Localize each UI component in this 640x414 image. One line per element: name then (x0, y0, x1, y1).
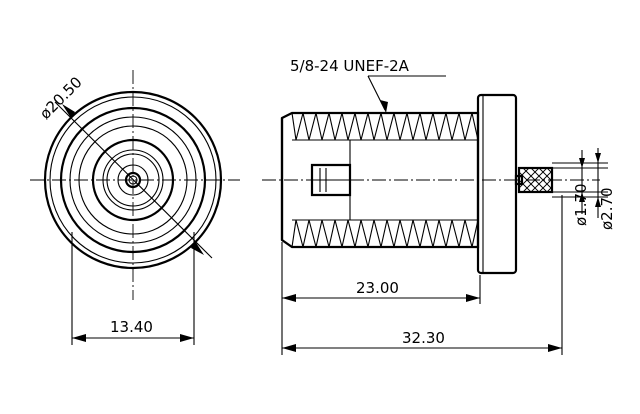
knurl-diameter-arrow-top (595, 153, 601, 163)
thread-length-label: 23.00 (356, 279, 399, 297)
pin-diameter-label: ø1.70 (572, 183, 590, 226)
front-center-pin (124, 171, 142, 189)
thread-length-arrow-right (466, 294, 480, 302)
pin-diameter-arrow-top (579, 158, 585, 168)
pin-diameter-arrow-bottom (579, 192, 585, 202)
front-ring-5 (106, 153, 160, 207)
front-ring-3 (91, 138, 175, 222)
overall-length-arrow-left (282, 344, 296, 352)
overall-length-arrow-right (548, 344, 562, 352)
knurl-diameter-arrow-bottom (595, 197, 601, 207)
front-ring-2 (78, 125, 188, 235)
front-outer-circle (43, 90, 223, 270)
front-ring-1 (69, 116, 197, 244)
overall-length-label: 32.30 (402, 329, 445, 347)
body-width-label: 13.40 (110, 318, 153, 336)
lower-thread-teeth (291, 219, 479, 248)
thread-spec-arrow (380, 100, 388, 113)
diameter-arrow-top (62, 104, 75, 118)
outer-diameter-label: ø20.50 (36, 73, 86, 123)
upper-thread-teeth (291, 112, 479, 141)
flange (476, 93, 518, 275)
knurl-diameter-label: ø2.70 (598, 187, 616, 230)
knurl-pattern (518, 167, 553, 193)
side-view: 5/8-24 UNEF-2A 23.00 32.30 ø1.70 ø2.70 (262, 57, 616, 355)
diameter-leader-line (54, 101, 213, 259)
front-flat-circle (59, 106, 207, 254)
width-arrow-right (180, 334, 194, 342)
front-view: ø20.50 13.40 (30, 70, 240, 345)
thread-spec-label: 5/8-24 UNEF-2A (290, 57, 410, 75)
front-ring-4 (102, 149, 164, 211)
width-arrow-left (72, 334, 86, 342)
thread-length-arrow-left (282, 294, 296, 302)
inner-contact (310, 163, 352, 197)
front-ring-6 (117, 164, 149, 196)
front-center-pin-inner (128, 175, 138, 185)
front-outer-circle-inner (49, 96, 217, 264)
